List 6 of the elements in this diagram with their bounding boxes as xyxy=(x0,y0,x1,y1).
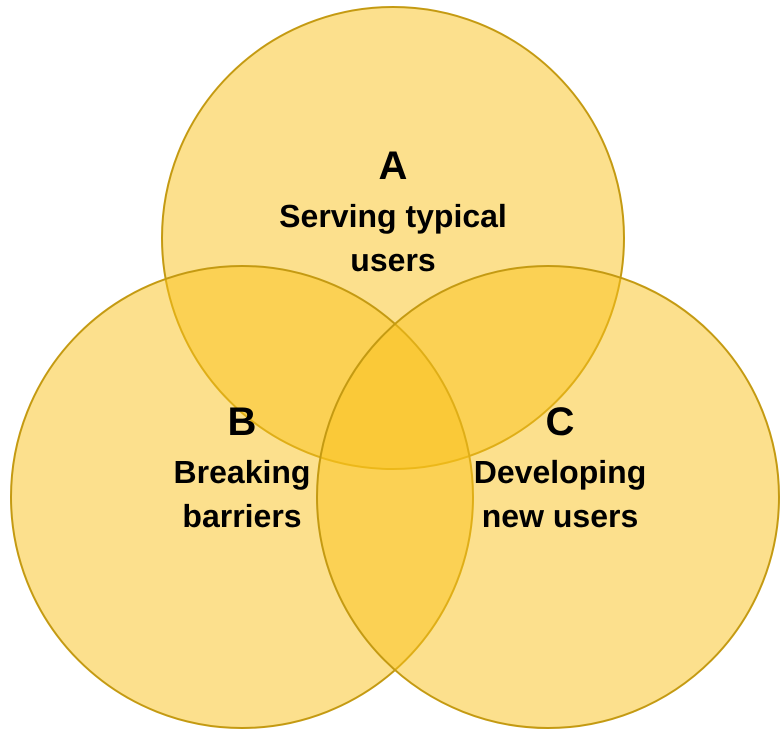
set-label: Serving typical users xyxy=(278,197,508,280)
set-letter: C xyxy=(544,400,576,444)
set-letter: A xyxy=(378,144,408,188)
set-letter: B xyxy=(226,400,258,444)
set-label: Breaking barriers xyxy=(172,453,312,536)
set-label: Developing new users xyxy=(472,453,648,536)
